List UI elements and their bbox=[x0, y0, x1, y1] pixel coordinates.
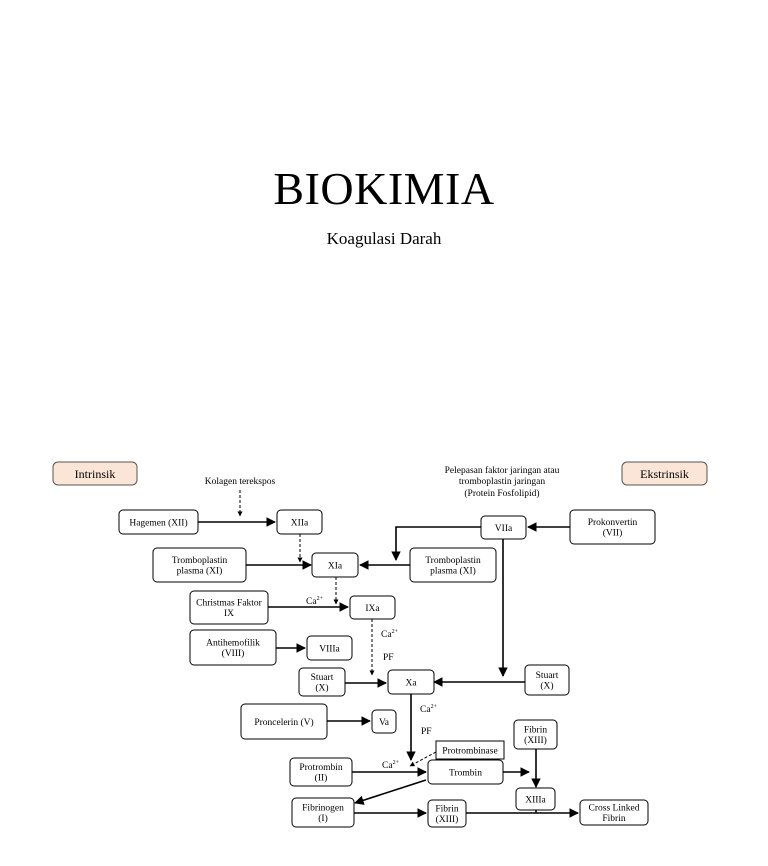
node-stuart-right: Stuart(X) bbox=[524, 664, 570, 696]
node-xia: XIa bbox=[311, 552, 359, 578]
node-label: Xa bbox=[405, 678, 417, 688]
page-title: BIOKIMIA bbox=[273, 163, 495, 214]
node-label: Tromboplastin bbox=[425, 556, 481, 566]
node-label: Stuart bbox=[311, 673, 334, 683]
node-label: (X) bbox=[540, 681, 553, 692]
node-label: Tromboplastin bbox=[172, 556, 228, 566]
node-label: VIIIa bbox=[319, 644, 340, 654]
node-label: (VIII) bbox=[222, 648, 245, 659]
node-label: Hagemen (XII) bbox=[129, 517, 187, 528]
svg-text:(Protein Fosfolipid): (Protein Fosfolipid) bbox=[464, 488, 539, 499]
page-subtitle: Koagulasi Darah bbox=[326, 229, 442, 248]
node-xiiia: XIIIa bbox=[515, 787, 556, 811]
node-label: Fibrin bbox=[435, 805, 458, 815]
label-kolagen: Kolagen terekspos bbox=[205, 477, 276, 487]
node-label: (X) bbox=[315, 683, 328, 694]
node-stuart-left: Stuart(X) bbox=[298, 667, 346, 697]
node-label: XIa bbox=[328, 561, 343, 571]
node-fibrin: Fibrin(XIII) bbox=[427, 799, 467, 828]
node-label: Cross Linked bbox=[589, 804, 640, 814]
edge-viia-elbow bbox=[391, 526, 481, 561]
label-ca-protrombin: Ca2+ bbox=[382, 760, 400, 771]
label-pf-trombin: PF bbox=[421, 727, 432, 737]
node-protrombin: Protrombin(II) bbox=[289, 757, 353, 787]
label-ca-trombin: Ca2+ bbox=[420, 704, 438, 715]
node-label: VIIa bbox=[495, 524, 513, 534]
node-prokonvertin: Prokonvertin(VII) bbox=[569, 509, 656, 545]
node-label: Stuart bbox=[536, 671, 559, 681]
node-label: (II) bbox=[315, 773, 328, 784]
node-trombin: Trombin bbox=[427, 759, 504, 785]
node-xiia: XIIa bbox=[276, 509, 323, 535]
node-label: (I) bbox=[318, 813, 328, 824]
node-protrombinase: Protrombinase bbox=[435, 740, 505, 760]
node-label: IXa bbox=[365, 604, 380, 614]
node-label: Protrombin bbox=[299, 763, 343, 773]
node-fibrin-xiii-top: Fibrin(XIII) bbox=[513, 719, 558, 750]
node-proconvertin: Proncelerin (V) bbox=[240, 703, 328, 740]
tag-ekstrinsik: Ekstrinsik bbox=[621, 461, 708, 486]
node-hageman: Hagemen (XII) bbox=[118, 509, 199, 535]
edges bbox=[197, 490, 579, 818]
node-viiia: VIIIa bbox=[306, 635, 353, 661]
node-label: Proncelerin (V) bbox=[254, 717, 313, 728]
node-fibrinogen: Fibrinogen(I) bbox=[291, 797, 355, 828]
node-label: Christmas Faktor bbox=[196, 599, 263, 609]
node-ixa: IXa bbox=[349, 595, 396, 620]
node-antihemofilik: Antihemofilik(VIII) bbox=[189, 629, 277, 666]
node-label: (XIII) bbox=[524, 735, 547, 746]
node-label: Va bbox=[379, 718, 390, 728]
label-ca-ixa: Ca2+ bbox=[306, 596, 324, 607]
node-label: Protrombinase bbox=[442, 746, 497, 756]
node-xa: Xa bbox=[387, 669, 435, 695]
node-label: Fibrin bbox=[602, 814, 625, 824]
node-label: (XIII) bbox=[436, 814, 459, 825]
label-ca-xa: Ca2+ bbox=[381, 629, 399, 640]
node-label: XIIIa bbox=[525, 795, 546, 805]
node-va: Va bbox=[371, 709, 397, 734]
tag-intrinsik: Intrinsik bbox=[52, 461, 138, 486]
svg-text:tromboplastin jaringan: tromboplastin jaringan bbox=[459, 477, 546, 487]
edge-trombin-fibrinogen bbox=[354, 779, 427, 805]
node-label: Trombin bbox=[449, 768, 482, 778]
node-label: plasma (XI) bbox=[430, 566, 476, 577]
node-label: IX bbox=[224, 609, 234, 619]
node-label: Antihemofilik bbox=[206, 638, 260, 649]
node-label: plasma (XI) bbox=[177, 566, 223, 577]
label-pf-xa: PF bbox=[383, 653, 394, 663]
svg-text:Pelepasan faktor jaringan atau: Pelepasan faktor jaringan atau bbox=[445, 465, 560, 476]
node-label: (VII) bbox=[603, 528, 623, 539]
node-label: XIIa bbox=[291, 518, 309, 528]
svg-text:Intrinsik: Intrinsik bbox=[75, 467, 116, 481]
svg-text:Ekstrinsik: Ekstrinsik bbox=[640, 467, 689, 481]
node-label: Prokonvertin bbox=[588, 518, 638, 528]
node-label: Fibrin bbox=[524, 726, 547, 736]
label-pelepasan: Pelepasan faktor jaringan atau trombopla… bbox=[445, 465, 560, 499]
node-viia: VIIa bbox=[480, 515, 527, 540]
node-label: Fibrinogen bbox=[302, 804, 344, 814]
